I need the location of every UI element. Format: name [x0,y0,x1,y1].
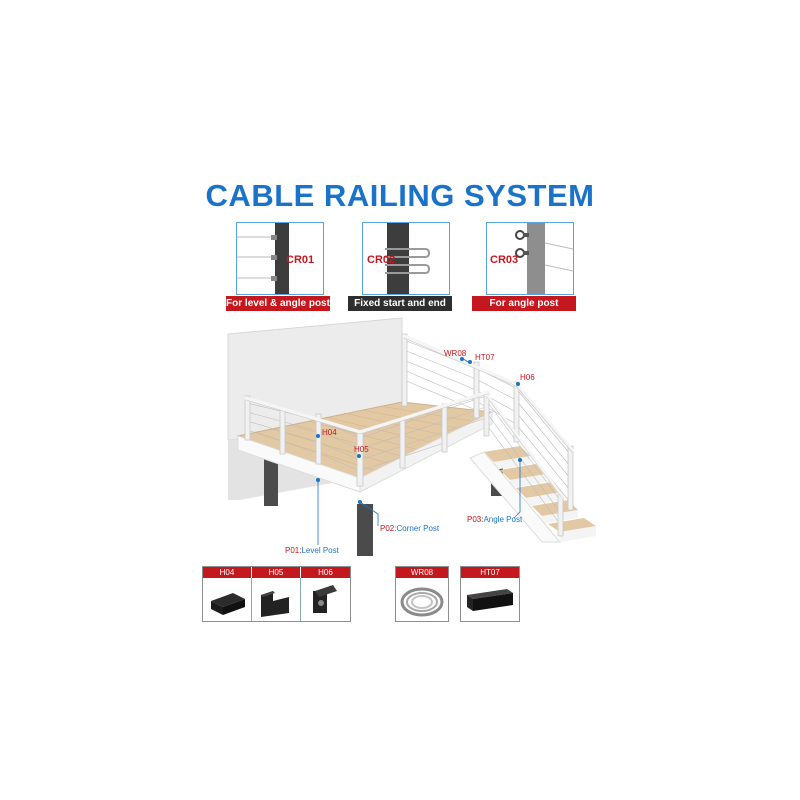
dot-p02 [358,500,362,504]
dot-wr08 [460,357,464,361]
wire-coil-illustration [400,587,444,617]
dot-p01 [316,478,320,482]
handrail-illustration [467,589,513,611]
callout-p03: P03:Angle Post [467,515,523,524]
dot-h05 [357,454,361,458]
callout-h05: H05 [354,445,369,454]
parts-strip-wire: WR08 [395,566,449,622]
dot-h04 [316,434,320,438]
part-label-wr08: WR08 [396,567,448,578]
part-label-ht07: HT07 [461,567,519,578]
support-post-front [357,504,373,556]
connector-cr02-caption: Fixed start and end [348,296,452,311]
dot-ht07 [468,360,472,364]
dot-h06 [516,382,520,386]
callout-p02: P02:Corner Post [380,524,440,533]
connector-cr03-caption: For angle post [472,296,576,311]
staircase [469,446,596,543]
support-post-left [264,458,278,506]
page-title: CABLE RAILING SYSTEM [205,178,595,213]
cr01-illustration [237,223,289,294]
parts-strip-caps: H04 H05 H06 [202,566,351,622]
callout-wr08: WR08 [444,349,467,358]
dot-p03 [518,458,522,462]
connector-cr01-code: CR01 [286,254,315,266]
railing-posts [244,333,574,537]
callout-p01: P01:Level Post [285,546,339,555]
connector-cr01-caption: For level & angle post [226,296,330,311]
callout-ht07: HT07 [475,353,495,362]
parts-strip-handrail: HT07 [460,566,520,622]
part-label-h05: H05 [252,567,300,578]
connector-cr01-box: CR01 [236,222,324,295]
connector-cr03-code: CR03 [490,254,519,266]
callout-h04: H04 [322,428,337,437]
cr02-illustration [385,223,431,294]
part-label-h06: H06 [301,567,350,578]
cr03-illustration [515,223,573,294]
connector-cr02-box: CR02 [362,222,450,295]
part-label-h04: H04 [203,567,251,578]
connector-cr02-code: CR02 [367,254,396,266]
caps-illustration [211,585,337,617]
connector-cr03-box: CR03 [486,222,574,295]
callout-h06: H06 [520,373,535,382]
